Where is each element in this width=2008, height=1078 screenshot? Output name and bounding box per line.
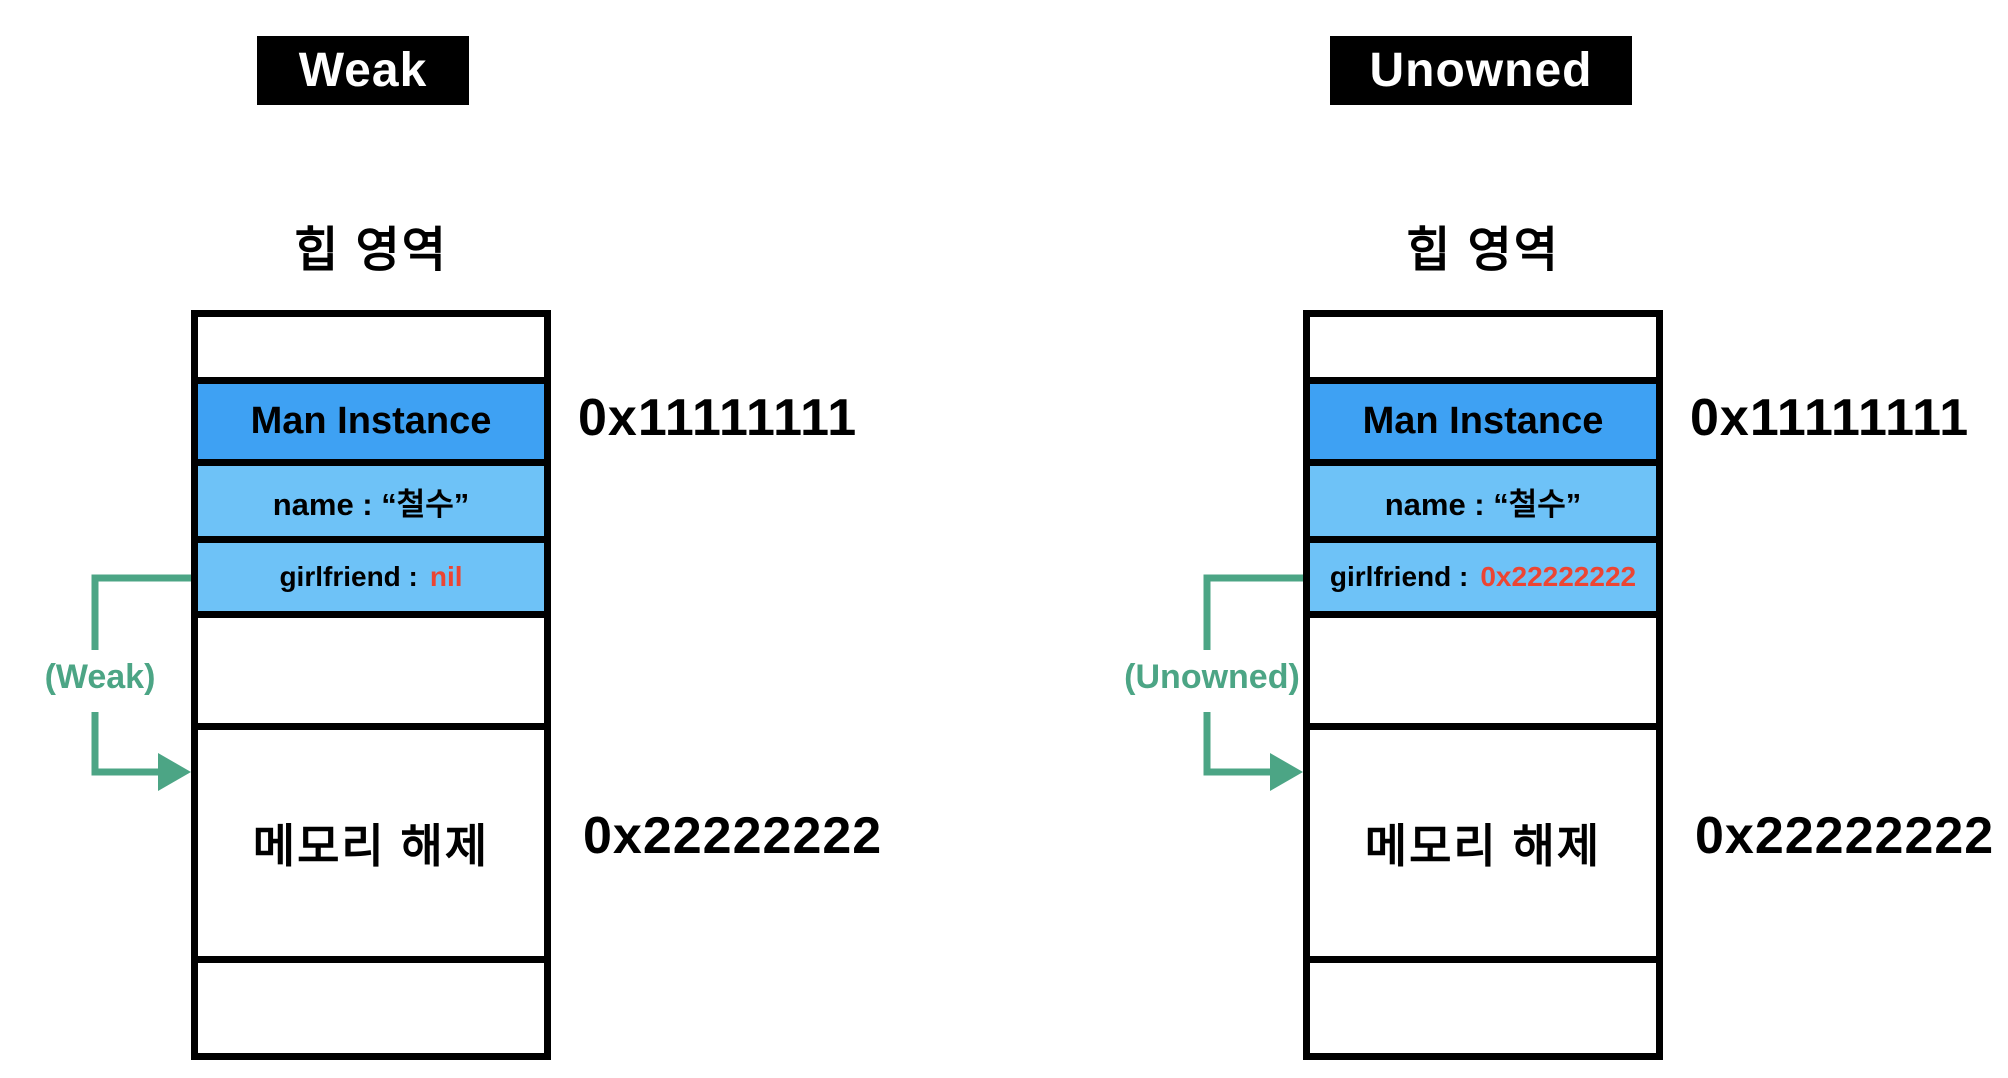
name-property-label: name : “철수” — [272, 486, 470, 522]
heap-region-heading: 힙 영역 — [1406, 224, 1560, 277]
unowned-arrow-label: (Unowned) — [1124, 658, 1300, 696]
heap-row-girlfriend-property: girlfriend : 0x22222222 — [1310, 543, 1656, 618]
man-instance-label: Man Instance — [250, 400, 492, 442]
panel-title: Unowned — [1369, 44, 1593, 97]
heap-row-memory-freed: 메모리 해제 — [1310, 730, 1656, 963]
arrow-segment-bottom — [91, 712, 160, 776]
name-property-label: name : “철수” — [1384, 486, 1582, 522]
panel-weak: Weak 힙 영역 Man Instance name : “철수” girlf… — [0, 0, 896, 1078]
address-label-freed: 0x22222222 — [1695, 807, 1995, 865]
man-instance-label: Man Instance — [1362, 400, 1604, 442]
arrow-head-icon — [1270, 753, 1303, 791]
heap-row-empty-bottom — [1310, 963, 1656, 1053]
heap-row-empty-top — [198, 317, 544, 384]
heap-row-empty-middle — [1310, 618, 1656, 730]
panel-unowned: Unowned 힙 영역 Man Instance name : “철수” gi… — [1112, 0, 2008, 1078]
address-label-instance: 0x11111111 — [1690, 389, 1970, 447]
heap-row-man-instance: Man Instance — [1310, 384, 1656, 466]
panel-title-badge: Weak — [257, 36, 469, 105]
heap-row-memory-freed: 메모리 해제 — [198, 730, 544, 963]
arrow-head-icon — [158, 753, 191, 791]
heap-region-heading: 힙 영역 — [294, 224, 448, 277]
heap-memory-box: Man Instance name : “철수” girlfriend : 0x… — [1303, 310, 1663, 1060]
arrow-segment-top — [91, 574, 191, 650]
heap-row-empty-bottom — [198, 963, 544, 1053]
panel-title-badge: Unowned — [1330, 36, 1632, 105]
heap-row-man-instance: Man Instance — [198, 384, 544, 466]
heap-row-empty-middle — [198, 618, 544, 730]
address-label-freed: 0x22222222 — [583, 807, 883, 865]
heap-row-name-property: name : “철수” — [198, 466, 544, 543]
arrow-segment-bottom — [1203, 712, 1272, 776]
girlfriend-property-label: girlfriend : — [1329, 561, 1469, 592]
address-label-instance: 0x11111111 — [578, 389, 858, 447]
girlfriend-property-value: 0x22222222 — [1480, 561, 1637, 592]
heap-memory-box: Man Instance name : “철수” girlfriend : ni… — [191, 310, 551, 1060]
girlfriend-property-label: girlfriend : — [279, 561, 418, 592]
girlfriend-property-value: nil — [429, 561, 463, 592]
panel-title: Weak — [298, 44, 428, 97]
memory-freed-label: 메모리 해제 — [252, 820, 490, 872]
arrow-segment-top — [1203, 574, 1303, 650]
heap-row-name-property: name : “철수” — [1310, 466, 1656, 543]
heap-row-empty-top — [1310, 317, 1656, 384]
heap-row-girlfriend-property: girlfriend : nil — [198, 543, 544, 618]
memory-freed-label: 메모리 해제 — [1364, 820, 1602, 872]
weak-arrow-label: (Weak) — [44, 658, 156, 696]
